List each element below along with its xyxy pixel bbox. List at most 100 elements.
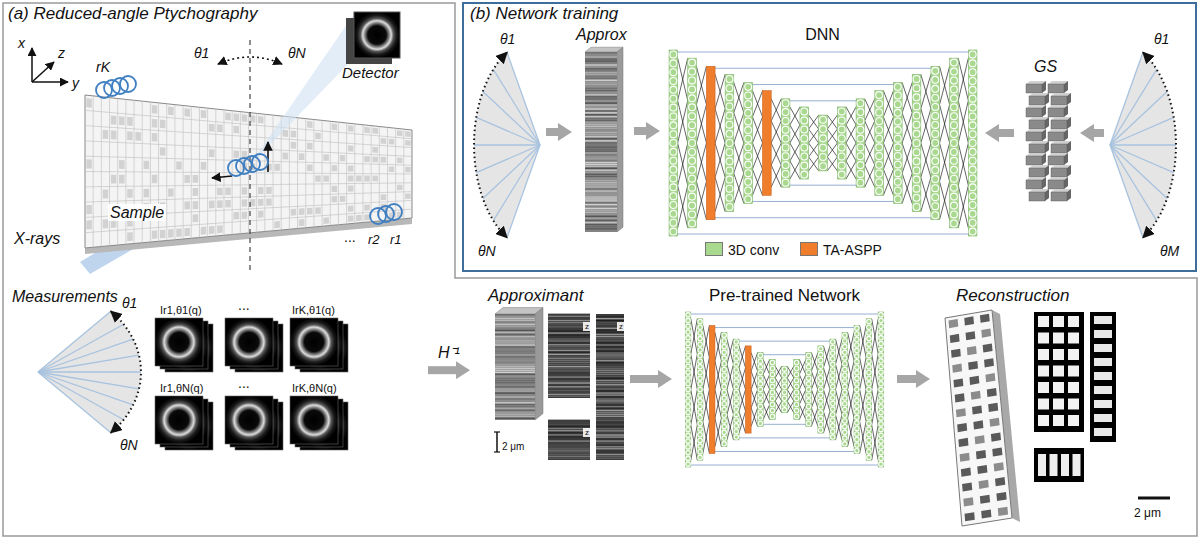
network-illustration bbox=[883, 169, 893, 195]
sample-illustration bbox=[86, 159, 92, 168]
approximant-illustration bbox=[548, 420, 590, 460]
network-illustration bbox=[794, 396, 798, 400]
network-illustration bbox=[734, 356, 738, 360]
approximant-illustration bbox=[596, 340, 624, 341]
network-illustration bbox=[722, 384, 726, 388]
network-illustration bbox=[836, 415, 843, 440]
network-illustration bbox=[894, 144, 901, 151]
approximant-illustration bbox=[596, 358, 624, 359]
diffraction-pattern bbox=[155, 318, 348, 450]
network-illustration bbox=[758, 416, 762, 420]
network-illustration bbox=[686, 324, 690, 328]
network-illustration bbox=[818, 376, 822, 380]
network-illustration bbox=[787, 390, 794, 402]
network-illustration bbox=[836, 339, 843, 364]
sample-illustration bbox=[258, 199, 264, 206]
network-illustration bbox=[689, 148, 696, 155]
ground-truth-illustration bbox=[1051, 96, 1067, 105]
network-illustration bbox=[771, 143, 781, 165]
reconstruction-illustration bbox=[1094, 316, 1112, 324]
network-illustration bbox=[940, 66, 950, 104]
sample-illustration bbox=[127, 189, 133, 198]
approximant-illustration bbox=[585, 74, 617, 75]
reconstruction-illustration bbox=[953, 378, 963, 387]
sample-illustration bbox=[332, 196, 338, 202]
network-illustration bbox=[722, 379, 726, 383]
angle-fan-illustration bbox=[474, 52, 1176, 237]
sample-illustration bbox=[315, 175, 321, 181]
network-illustration bbox=[703, 358, 710, 390]
network-illustration bbox=[686, 399, 690, 403]
network-illustration bbox=[775, 378, 782, 390]
network-illustration bbox=[758, 410, 762, 414]
network-illustration bbox=[818, 370, 822, 374]
network-illustration bbox=[879, 387, 883, 391]
reconstruction-illustration bbox=[1094, 386, 1112, 394]
network-illustration bbox=[958, 58, 968, 100]
approximant-illustration bbox=[596, 402, 624, 403]
approximant-illustration bbox=[585, 96, 617, 97]
network-illustration bbox=[696, 105, 706, 143]
network-illustration bbox=[770, 390, 774, 394]
network-illustration bbox=[823, 390, 830, 412]
network-illustration bbox=[894, 83, 901, 90]
approximant-illustration bbox=[495, 346, 535, 347]
network-illustration bbox=[745, 170, 752, 177]
approximant-illustration bbox=[495, 336, 535, 337]
network-illustration bbox=[786, 185, 861, 186]
ground-truth-illustration bbox=[1051, 192, 1067, 201]
network-illustration bbox=[860, 390, 867, 422]
network-illustration bbox=[670, 219, 677, 226]
network-illustration bbox=[781, 99, 790, 187]
approximant-illustration bbox=[585, 154, 617, 155]
network-illustration bbox=[950, 175, 957, 182]
network-illustration bbox=[758, 376, 762, 380]
network-illustration bbox=[879, 382, 883, 386]
reconstruction-illustration bbox=[1050, 454, 1058, 476]
network-illustration bbox=[857, 109, 864, 116]
network-illustration bbox=[969, 131, 976, 138]
approximant-illustration bbox=[585, 92, 617, 93]
network-illustration bbox=[932, 122, 939, 129]
network-illustration bbox=[843, 367, 847, 371]
approximant-illustration bbox=[585, 64, 617, 65]
network-illustration bbox=[913, 158, 920, 165]
approximant-illustration bbox=[495, 396, 535, 397]
network-illustration bbox=[855, 387, 859, 391]
approximant-illustration bbox=[585, 62, 617, 63]
approximant-illustration bbox=[585, 98, 617, 99]
network-illustration bbox=[867, 348, 871, 352]
network-illustration bbox=[913, 94, 920, 101]
sample-illustration bbox=[242, 199, 248, 207]
network-illustration bbox=[950, 220, 957, 227]
network-illustration bbox=[736, 437, 832, 438]
network-illustration bbox=[703, 326, 710, 358]
ground-truth-illustration bbox=[1048, 156, 1064, 165]
approximant-illustration bbox=[585, 88, 617, 89]
network-illustration bbox=[879, 347, 883, 351]
node-text: θN bbox=[120, 437, 138, 453]
network-illustration bbox=[950, 58, 959, 228]
network-illustration bbox=[823, 368, 830, 390]
network-illustration bbox=[806, 359, 810, 363]
network-illustration bbox=[691, 319, 698, 354]
network-illustration bbox=[722, 339, 726, 343]
network-illustration bbox=[806, 365, 810, 369]
network-illustration bbox=[758, 382, 762, 386]
network-illustration bbox=[809, 157, 819, 171]
network-illustration bbox=[831, 351, 835, 355]
axis-label: x bbox=[18, 35, 25, 51]
network-illustration bbox=[771, 99, 781, 121]
network-illustration bbox=[782, 367, 786, 371]
network-illustration bbox=[745, 187, 752, 194]
network-illustration bbox=[670, 60, 677, 67]
network-illustration bbox=[763, 390, 770, 405]
network-illustration bbox=[722, 390, 726, 394]
approximant-illustration bbox=[495, 354, 535, 355]
approximant-illustration bbox=[548, 380, 590, 381]
angle-fan-illustration bbox=[1110, 117, 1174, 145]
network-illustration bbox=[902, 143, 912, 173]
approximant-illustration bbox=[548, 362, 590, 363]
sample-illustration bbox=[356, 176, 362, 182]
network-illustration bbox=[950, 113, 957, 120]
